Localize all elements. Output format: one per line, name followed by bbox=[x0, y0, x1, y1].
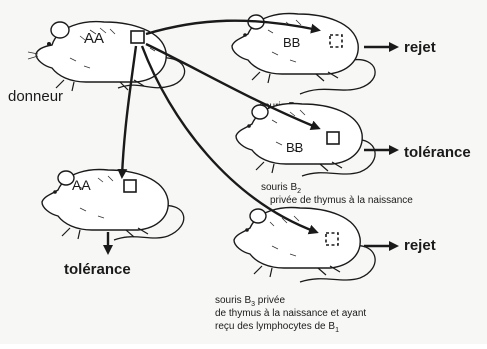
arrow-to-b1 bbox=[145, 19, 321, 36]
graft-transfer-arrows bbox=[117, 19, 321, 235]
recipient-b2-mouse: BB souris B2 privée de thymus à la naiss… bbox=[235, 102, 471, 206]
b1-graft-rejected bbox=[329, 34, 343, 48]
recipient-b1-mouse: BB souris B1 rejet bbox=[231, 12, 436, 114]
recipient-aa-mouse: AA tolérance bbox=[41, 168, 185, 278]
b2-genotype: BB bbox=[286, 140, 303, 155]
arrow-to-b3 bbox=[140, 45, 319, 235]
b3-caption-line-2-text: reçu des lymphocytes de B bbox=[215, 321, 335, 332]
b3-caption-main: souris B bbox=[215, 295, 251, 306]
b3-caption-line-1: de thymus à la naissance et ayant bbox=[215, 308, 366, 319]
aa-graft-accepted bbox=[123, 179, 137, 193]
donor-graft-square bbox=[130, 30, 145, 44]
b3-ear bbox=[249, 208, 267, 224]
b2-ear bbox=[251, 104, 269, 120]
recipient-b3-mouse: souris B3 privée de thymus à la naissanc… bbox=[215, 206, 436, 334]
b1-outcome: rejet bbox=[404, 39, 436, 56]
b2-caption: souris B2 bbox=[261, 182, 301, 195]
b2-caption-main: souris B bbox=[261, 182, 297, 193]
b2-graft-accepted bbox=[326, 131, 340, 145]
b3-caption-sub: 3 bbox=[251, 301, 255, 308]
b3-caption-line-2-sub: 1 bbox=[335, 327, 339, 334]
b3-outcome: rejet bbox=[404, 237, 436, 254]
aa-ear bbox=[57, 170, 75, 186]
donor-eye bbox=[47, 42, 51, 46]
b1-genotype: BB bbox=[283, 35, 300, 50]
b3-eye bbox=[245, 228, 249, 232]
aa-eye bbox=[53, 190, 57, 194]
arrow-to-aa bbox=[117, 45, 138, 179]
arrow-to-b2 bbox=[145, 42, 321, 130]
b1-eye bbox=[243, 33, 247, 37]
aa-outcome: tolérance bbox=[64, 261, 131, 278]
b2-eye bbox=[247, 124, 251, 128]
b3-caption-after: privée bbox=[255, 295, 285, 306]
b2-outcome: tolérance bbox=[404, 144, 471, 161]
donor-ear bbox=[50, 21, 70, 39]
donor-label: donneur bbox=[8, 88, 63, 105]
donor-mouse: AA donneur bbox=[8, 20, 186, 105]
donor-genotype: AA bbox=[84, 30, 104, 47]
b2-caption-line: privée de thymus à la naissance bbox=[270, 195, 413, 206]
b2-caption-sub: 2 bbox=[297, 188, 301, 195]
b3-graft-rejected bbox=[325, 232, 339, 246]
b3-caption-line-2: reçu des lymphocytes de B1 bbox=[215, 321, 339, 334]
aa-genotype: AA bbox=[72, 177, 91, 193]
b3-caption: souris B3 privée bbox=[215, 295, 285, 308]
